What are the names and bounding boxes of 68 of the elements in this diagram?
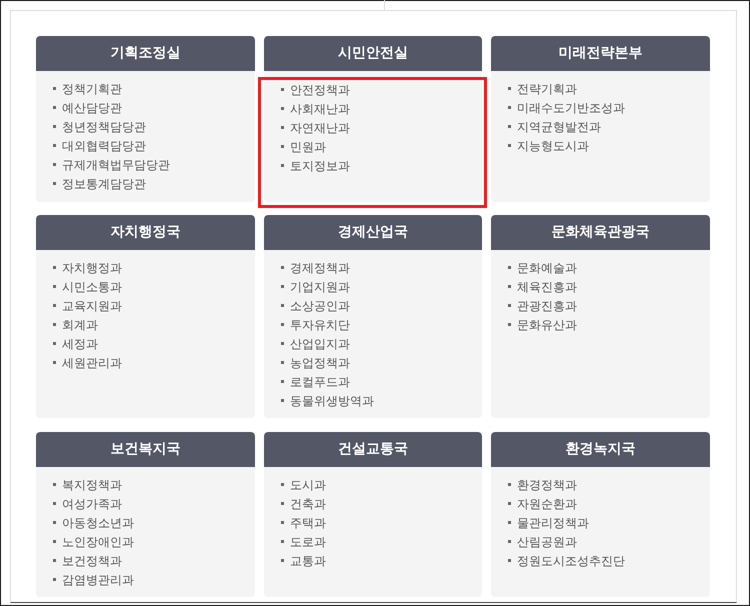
department-name: 대외협력담당관 — [62, 138, 146, 154]
department-name: 사회재난과 — [290, 100, 350, 116]
division-card — [264, 215, 482, 418]
department-name: 농업정책과 — [290, 354, 350, 370]
department-name: 토지정보과 — [290, 158, 350, 174]
department-name: 경제정책과 — [290, 260, 350, 276]
highlight-box — [258, 77, 487, 208]
card-header: 환경녹지국 — [491, 432, 710, 467]
division-card — [264, 432, 482, 597]
department-name: 도시과 — [290, 476, 326, 492]
department-name: 노인장애인과 — [62, 534, 134, 550]
division-card — [491, 215, 710, 418]
department-name: 체육진흥과 — [517, 278, 577, 294]
department-name: 아동청소년과 — [62, 514, 134, 530]
department-name: 자원순환과 — [517, 496, 577, 512]
department-name: 기업지원과 — [290, 278, 350, 294]
department-name: 여성가족과 — [62, 496, 122, 512]
division-card — [36, 432, 255, 597]
department-name: 정원도시조성추진단 — [517, 552, 625, 568]
department-name: 자연재난과 — [290, 120, 350, 136]
department-name: 안전정책과 — [290, 82, 350, 98]
department-name: 회계과 — [62, 316, 98, 332]
department-name: 미래수도기반조성과 — [517, 100, 625, 116]
department-name: 환경정책과 — [517, 476, 577, 492]
card-header: 경제산업국 — [264, 215, 482, 250]
card-header: 보건복지국 — [36, 432, 255, 467]
department-name: 소상공인과 — [290, 298, 350, 314]
department-name: 주택과 — [290, 514, 326, 530]
department-name: 정보통계담당관 — [62, 176, 146, 192]
card-header: 건설교통국 — [264, 432, 482, 467]
department-name: 도로과 — [290, 534, 326, 550]
card-header: 미래전략본부 — [491, 36, 710, 71]
department-name: 세정과 — [62, 336, 98, 352]
card-header: 자치행정국 — [36, 215, 255, 250]
division-card — [36, 36, 255, 202]
department-name: 지능형도시과 — [517, 138, 589, 154]
department-name: 시민소통과 — [62, 278, 122, 294]
department-name: 산업입지과 — [290, 336, 350, 352]
department-name: 전략기획과 — [517, 80, 577, 96]
department-name: 감염병관리과 — [62, 572, 134, 588]
department-name: 문화예술과 — [517, 260, 577, 276]
department-name: 청년정책담당관 — [62, 118, 146, 134]
department-name: 세원관리과 — [62, 354, 122, 370]
department-name: 건축과 — [290, 496, 326, 512]
department-name: 교육지원과 — [62, 298, 122, 314]
department-name: 규제개혁법무담당관 — [62, 156, 170, 172]
department-name: 물관리정책과 — [517, 514, 589, 530]
department-name: 관광진흥과 — [517, 298, 577, 314]
card-header: 기획조정실 — [36, 36, 255, 71]
department-name: 로컬푸드과 — [290, 374, 350, 390]
department-name: 투자유치단 — [290, 316, 350, 332]
department-name: 예산담당관 — [62, 100, 122, 116]
division-card — [36, 215, 255, 418]
division-card — [491, 432, 710, 597]
department-name: 교통과 — [290, 552, 326, 568]
department-name: 산림공원과 — [517, 534, 577, 550]
division-card — [264, 36, 482, 202]
department-name: 자치행정과 — [62, 260, 122, 276]
department-name: 지역균형발전과 — [517, 118, 601, 134]
department-name: 문화유산과 — [517, 316, 577, 332]
department-name: 민원과 — [290, 138, 326, 154]
card-header: 시민안전실 — [264, 36, 482, 71]
division-card — [491, 36, 710, 202]
department-name: 동물위생방역과 — [290, 392, 374, 408]
department-name: 보건정책과 — [62, 552, 122, 568]
department-name: 복지정책과 — [62, 476, 122, 492]
department-name: 정책기획관 — [62, 80, 122, 96]
card-header: 문화체육관광국 — [491, 215, 710, 250]
